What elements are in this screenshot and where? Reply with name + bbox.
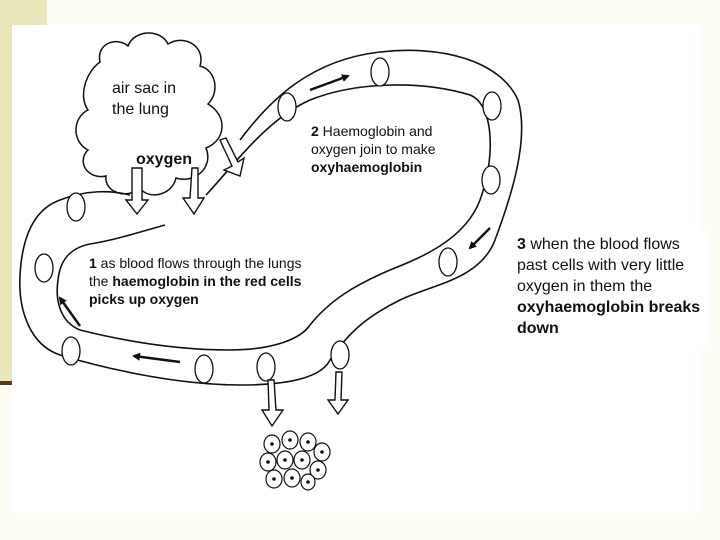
red-blood-cell xyxy=(194,354,214,384)
air-sac-label-line2: the lung xyxy=(112,101,169,118)
step1-text-bold: haemoglobin in the red cells picks up ox… xyxy=(89,273,302,307)
flow-arrows xyxy=(58,74,491,364)
red-blood-cell xyxy=(370,57,390,87)
oxygen-arrow xyxy=(219,137,246,177)
oxygen-arrow xyxy=(124,167,150,216)
red-blood-cell xyxy=(482,91,502,121)
step3-backdrop xyxy=(508,230,708,348)
flow-arrow-right xyxy=(468,227,491,250)
oxygen-label: oxygen xyxy=(136,149,192,170)
step2-text-bold: oxyhaemoglobin xyxy=(311,159,423,175)
step2-number: 2 xyxy=(311,123,319,139)
red-blood-cell xyxy=(256,352,276,382)
blood-vessel xyxy=(19,49,523,386)
step3-text: when the blood flows past cells with ver… xyxy=(517,236,685,295)
oxygen-arrow xyxy=(181,167,206,216)
step1-text: as blood flows through the lungs the xyxy=(89,255,302,289)
step3-number: 3 xyxy=(517,236,526,253)
release-arrow xyxy=(260,379,285,428)
oxygen-arrows xyxy=(124,137,246,216)
release-arrow xyxy=(326,371,350,416)
release-arrows xyxy=(260,371,350,428)
step2-text: Haemoglobin and oxygen join to make xyxy=(311,123,436,157)
body-tissue-cells xyxy=(259,430,331,491)
step2-label: 2 Haemoglobin and oxygen join to make ox… xyxy=(311,122,469,176)
vessel-inner-wall xyxy=(56,84,492,351)
red-blood-cell xyxy=(34,253,54,283)
red-blood-cell xyxy=(330,340,350,370)
step1-number: 1 xyxy=(89,255,97,271)
flow-arrow-bottom xyxy=(132,352,181,364)
step1-label: 1 as blood flows through the lungs the h… xyxy=(89,254,311,308)
red-blood-cell xyxy=(277,92,297,122)
air-sac-label: air sac in the lung xyxy=(112,78,176,120)
air-sac-label-line1: air sac in xyxy=(112,80,177,97)
step3-label: 3 when the blood flows past cells with v… xyxy=(517,234,712,339)
flow-arrow-left xyxy=(58,296,82,327)
oxygen-label-text: oxygen xyxy=(136,151,193,168)
red-blood-cell xyxy=(438,247,458,277)
red-blood-cell xyxy=(61,336,81,366)
red-blood-cells xyxy=(34,57,502,384)
red-blood-cell xyxy=(66,192,86,222)
air-sac-cloud-shape xyxy=(75,32,223,196)
red-blood-cell xyxy=(481,165,501,195)
vessel-outer-wall xyxy=(19,49,523,386)
flow-arrow-top xyxy=(309,74,350,92)
step3-text-bold: oxyhaemoglobin breaks down xyxy=(517,299,701,337)
